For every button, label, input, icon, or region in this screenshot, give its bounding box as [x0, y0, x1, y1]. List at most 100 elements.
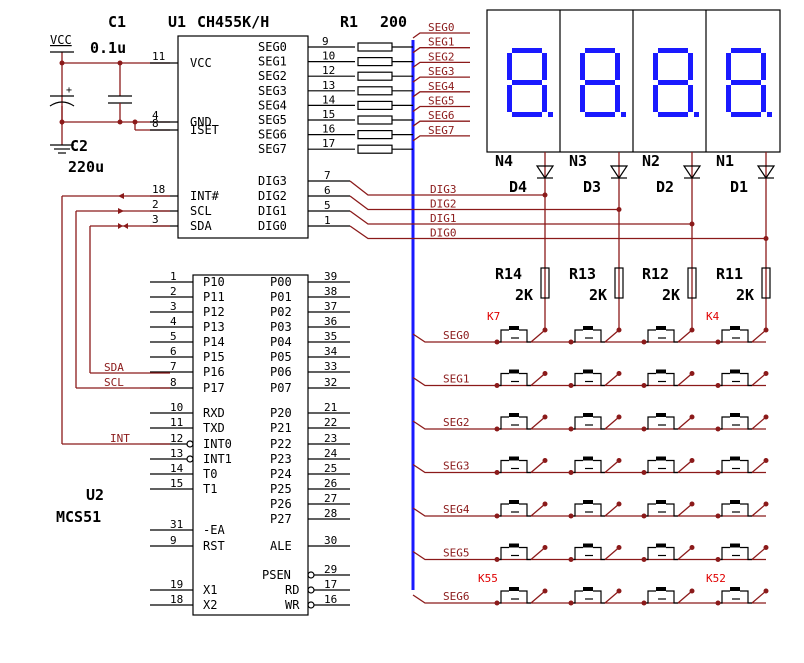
u2-name: U2 [86, 486, 104, 504]
bus-label: SEG3 [428, 65, 455, 78]
dig-line [349, 225, 766, 240]
u2-pin-num: 2 [170, 285, 177, 298]
key-contact [519, 590, 531, 604]
bus-label-wire [412, 91, 470, 98]
junction-dot [689, 501, 695, 507]
u1-dig-pin-num: 5 [324, 199, 331, 212]
u2-rpin-name: P06 [270, 365, 292, 379]
u1-pin-name: SDA [190, 219, 212, 233]
digit-segment [585, 48, 615, 53]
u2-rpin-num: 22 [324, 416, 337, 429]
diode-icon [535, 165, 555, 180]
u1-pin-name: VCC [190, 56, 212, 70]
key-switch [497, 459, 509, 474]
bus-label: SEG2 [428, 50, 455, 63]
u1-pin-num: 2 [152, 198, 159, 211]
u2-pin-name: -EA [203, 523, 225, 537]
u2-pin-num: 4 [170, 315, 177, 328]
driver-n: N4 [495, 152, 513, 170]
u1-dig-pin-num: 7 [324, 169, 331, 182]
u2-pin-name: P16 [203, 365, 225, 379]
u1-dig-pin-name: DIG1 [258, 204, 287, 218]
u1-pin-num: 18 [152, 183, 165, 196]
bus-label: SEG1 [428, 36, 455, 49]
digit-segment [512, 48, 542, 53]
key-link [530, 547, 546, 560]
digit-segment [658, 48, 688, 53]
key-link [677, 590, 693, 604]
key-cap [730, 326, 740, 330]
digit-segment [653, 53, 658, 80]
u2-pin-num: 6 [170, 345, 177, 358]
u2-pin-num: 14 [170, 462, 184, 475]
bus-label: SEG7 [428, 124, 455, 137]
junction-dot [542, 501, 548, 507]
u2-pin-num: 1 [170, 270, 177, 283]
junction-dot [494, 426, 500, 432]
digit-segment [726, 85, 731, 112]
u1-seg-pin-name: SEG3 [258, 84, 287, 98]
c1-value: 0.1u [90, 39, 126, 57]
key-link [604, 503, 620, 517]
junction-dot [715, 339, 721, 345]
junction-dot [763, 327, 769, 333]
junction-dot [689, 545, 695, 550]
digit-dp [621, 112, 626, 117]
digit-segment [615, 53, 620, 80]
key-link [751, 416, 767, 430]
key-row-wire [412, 463, 766, 474]
u2-pin-name: INT1 [203, 452, 232, 466]
key-switch [571, 590, 583, 604]
digit-segment [731, 48, 761, 53]
key-cap [656, 456, 666, 461]
junction-dot [763, 545, 769, 550]
key-link [604, 547, 620, 560]
key-switch [571, 459, 583, 474]
junction-dot [715, 383, 721, 388]
key-link [604, 590, 620, 604]
u2-rpin-name: P25 [270, 482, 292, 496]
junction-dot [568, 383, 574, 388]
r1-resistor [357, 115, 393, 125]
digit-dp [767, 112, 772, 117]
u1-dig-pin-name: DIG3 [258, 174, 287, 188]
key-switch [718, 546, 730, 561]
u2-pin-num: 3 [170, 300, 177, 313]
key-switch [571, 372, 583, 387]
key-link [530, 590, 546, 604]
u2-rpin-name: P22 [270, 437, 292, 451]
resistor-name: R12 [642, 265, 669, 283]
junction-dot [542, 414, 548, 420]
dig-line [349, 195, 619, 211]
u2-rpin-num: 39 [324, 270, 337, 283]
key-cap [730, 369, 740, 374]
u2-pin-name: X1 [203, 583, 217, 597]
resistor-name: R13 [569, 265, 596, 283]
u1-dig-pin-name: DIG0 [258, 219, 287, 233]
u1-seg-pin-name: SEG1 [258, 55, 287, 69]
u2-rpin-num: 24 [324, 447, 338, 460]
u1-dig-pin-name: DIG2 [258, 189, 287, 203]
digit-segment [658, 80, 688, 85]
pin-bubble [186, 455, 194, 463]
u2-pin-name: P12 [203, 305, 225, 319]
key-row-label: SEG4 [443, 503, 470, 516]
junction-dot [542, 371, 548, 376]
u2-pin-num: 11 [170, 416, 183, 429]
net-int: INT [110, 432, 130, 445]
junction-dot [616, 327, 622, 333]
driver-n: N3 [569, 152, 587, 170]
u1-pin-name: ISET [190, 123, 219, 137]
junction-dot [542, 458, 548, 463]
key-switch [497, 503, 509, 517]
junction-dot [494, 557, 500, 562]
key-link [751, 503, 767, 517]
u1-seg-pin-num: 15 [322, 108, 335, 121]
u2-rpin-num: 28 [324, 507, 337, 520]
resistor-body [761, 267, 771, 299]
key-contact [593, 459, 605, 474]
junction-dot [715, 557, 721, 562]
key-cap [509, 500, 519, 504]
key-cap [583, 587, 593, 591]
